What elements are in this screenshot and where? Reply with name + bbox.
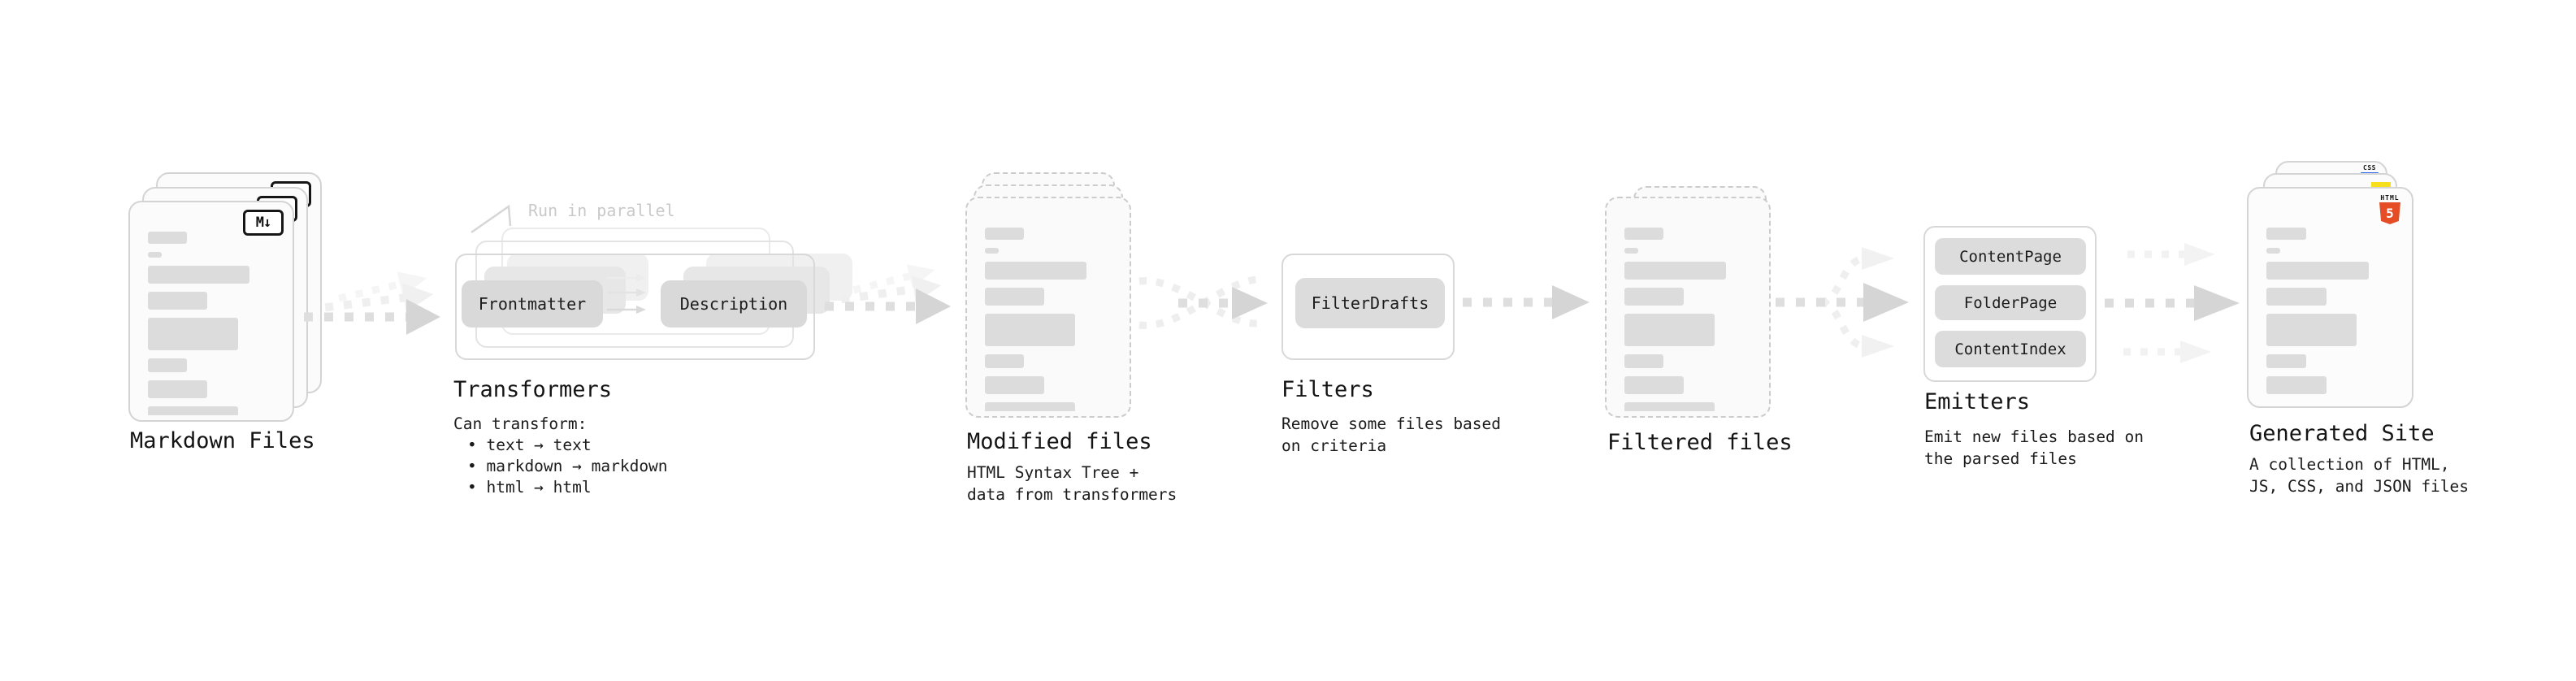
file-card-front [965,197,1131,418]
transformers-label: Transformers [453,377,613,402]
doc-line [985,228,1025,240]
folderpage-emitter: FolderPage [1935,285,2086,320]
doc-line [1624,288,1685,306]
doc-line [1624,248,1639,254]
arrow-filters-to-filtered [1463,285,1589,319]
frontmatter-transformer: Frontmatter [462,280,603,327]
file-card-front: M↓ [128,201,294,422]
arrow-emitters-to-site [2105,243,2240,363]
arrow-transformers-to-modified [825,264,951,324]
modified-files-label: Modified files [967,429,1152,454]
doc-line [2266,248,2281,254]
doc-line [148,358,188,372]
transformers-subtitle: Can transform: [453,414,588,433]
doc-placeholder-lines [148,232,275,415]
doc-line [985,376,1045,394]
description-transformer: Description [661,280,807,327]
html5-file-icon: HTML 5 [2378,194,2402,224]
arrow-modified-to-filters [1138,275,1268,329]
doc-line [1624,228,1664,240]
transformer-box-front [455,254,815,360]
contentpage-emitter: ContentPage [1935,238,2086,275]
pipeline-mini-arrows [607,274,646,314]
doc-line [2266,314,2357,346]
doc-line [985,248,1000,254]
doc-line [985,402,1075,411]
arrow-filtered-to-emitters [1776,247,1909,358]
generated-site-subtitle: A collection of HTML, JS, CSS, and JSON … [2249,455,2470,496]
doc-line [2266,228,2306,240]
filtered-files-label: Filtered files [1607,430,1793,455]
doc-line [2266,354,2306,368]
filters-label: Filters [1281,377,1374,402]
doc-line [148,266,249,284]
doc-line [985,288,1045,306]
transformers-bullet: • text → text [467,436,592,454]
markdown-files-label: Markdown Files [130,428,315,453]
emitters-subtitle: Emit new files based on the parsed files [1924,427,2144,468]
transformers-bullet: • html → html [467,478,592,497]
filterdrafts-filter: FilterDrafts [1295,278,1445,328]
doc-line [1624,314,1715,346]
doc-placeholder-lines [2266,228,2394,401]
emitters-label: Emitters [1924,389,2031,414]
doc-line [1624,354,1664,368]
modified-files-subtitle: HTML Syntax Tree + data from transformer… [967,463,1177,504]
doc-line [2266,376,2327,394]
contentindex-emitter: ContentIndex [1935,331,2086,367]
doc-placeholder-lines [985,228,1112,411]
doc-line [148,318,238,350]
doc-line [148,292,208,310]
doc-line [2266,262,2369,280]
doc-line [148,380,208,398]
generated-site-label: Generated Site [2249,421,2435,446]
arrow-markdown-to-transformers [304,271,440,335]
file-card-front [1605,197,1771,418]
doc-line [148,232,188,244]
run-parallel-leader-line [471,204,512,234]
doc-line [1624,262,1726,280]
transformers-bullet: • markdown → markdown [467,457,668,475]
doc-line [148,252,163,258]
file-card-front: HTML 5 [2247,187,2413,408]
markdown-icon: M↓ [243,210,284,236]
run-in-parallel-label: Run in parallel [528,201,675,220]
doc-line [1624,376,1685,394]
doc-line [985,314,1075,346]
filters-subtitle: Remove some files based on criteria [1281,414,1502,455]
doc-line [148,406,238,415]
doc-line [1624,402,1715,411]
doc-line [2266,288,2327,306]
doc-placeholder-lines [1624,228,1751,411]
doc-line [985,262,1086,280]
doc-line [985,354,1025,368]
